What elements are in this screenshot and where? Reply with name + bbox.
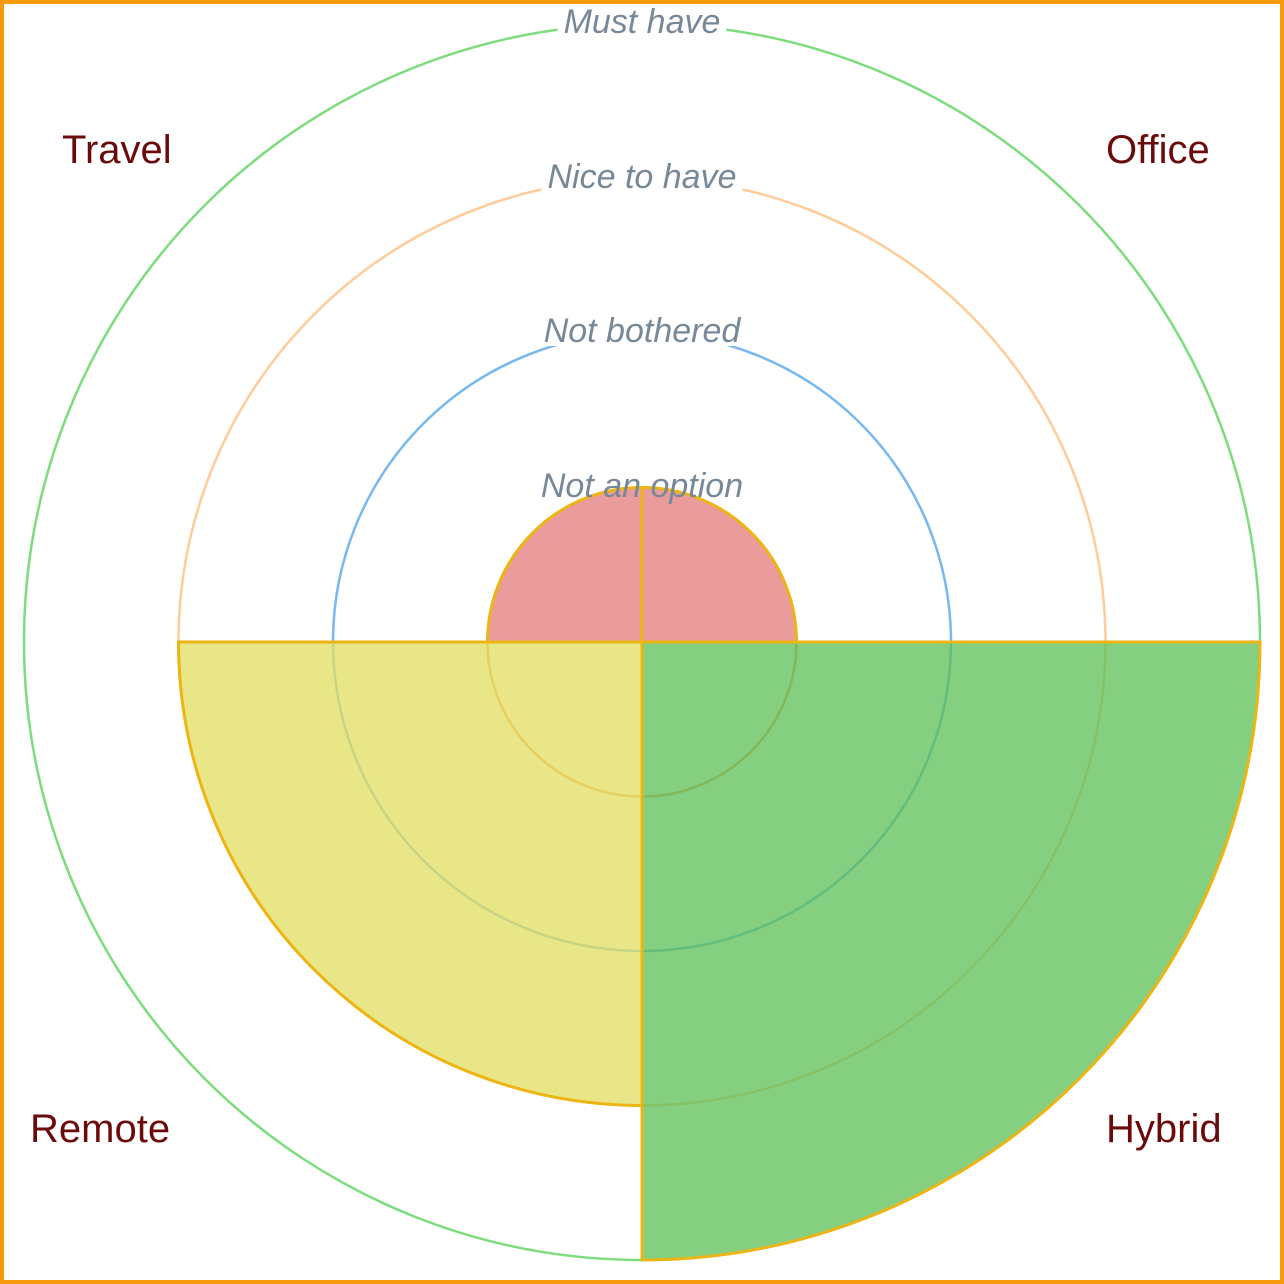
sector-travel [486,486,644,644]
level-label-backdrop [541,162,743,192]
level-label-not-bothered: Not bothered [544,312,742,350]
sector-remote [177,640,644,1107]
level-label-not-an-option: Not an option [541,467,743,505]
level-label-must-have: Must have [564,3,721,41]
sector-hybrid [640,640,1262,1262]
category-label-travel: Travel [62,128,172,172]
category-labels: Office Hybrid Remote Travel [30,128,1222,1151]
level-label-nice-to-have: Nice to have [548,158,737,196]
category-label-office: Office [1106,128,1210,172]
level-label-backdrop [537,316,748,346]
level-labels: Not an option Not bothered Nice to have … [537,3,748,505]
category-label-hybrid: Hybrid [1106,1107,1222,1151]
category-label-remote: Remote [30,1107,170,1151]
sector-office [640,486,798,644]
data-sectors [177,486,1262,1262]
level-label-backdrop [557,7,727,37]
